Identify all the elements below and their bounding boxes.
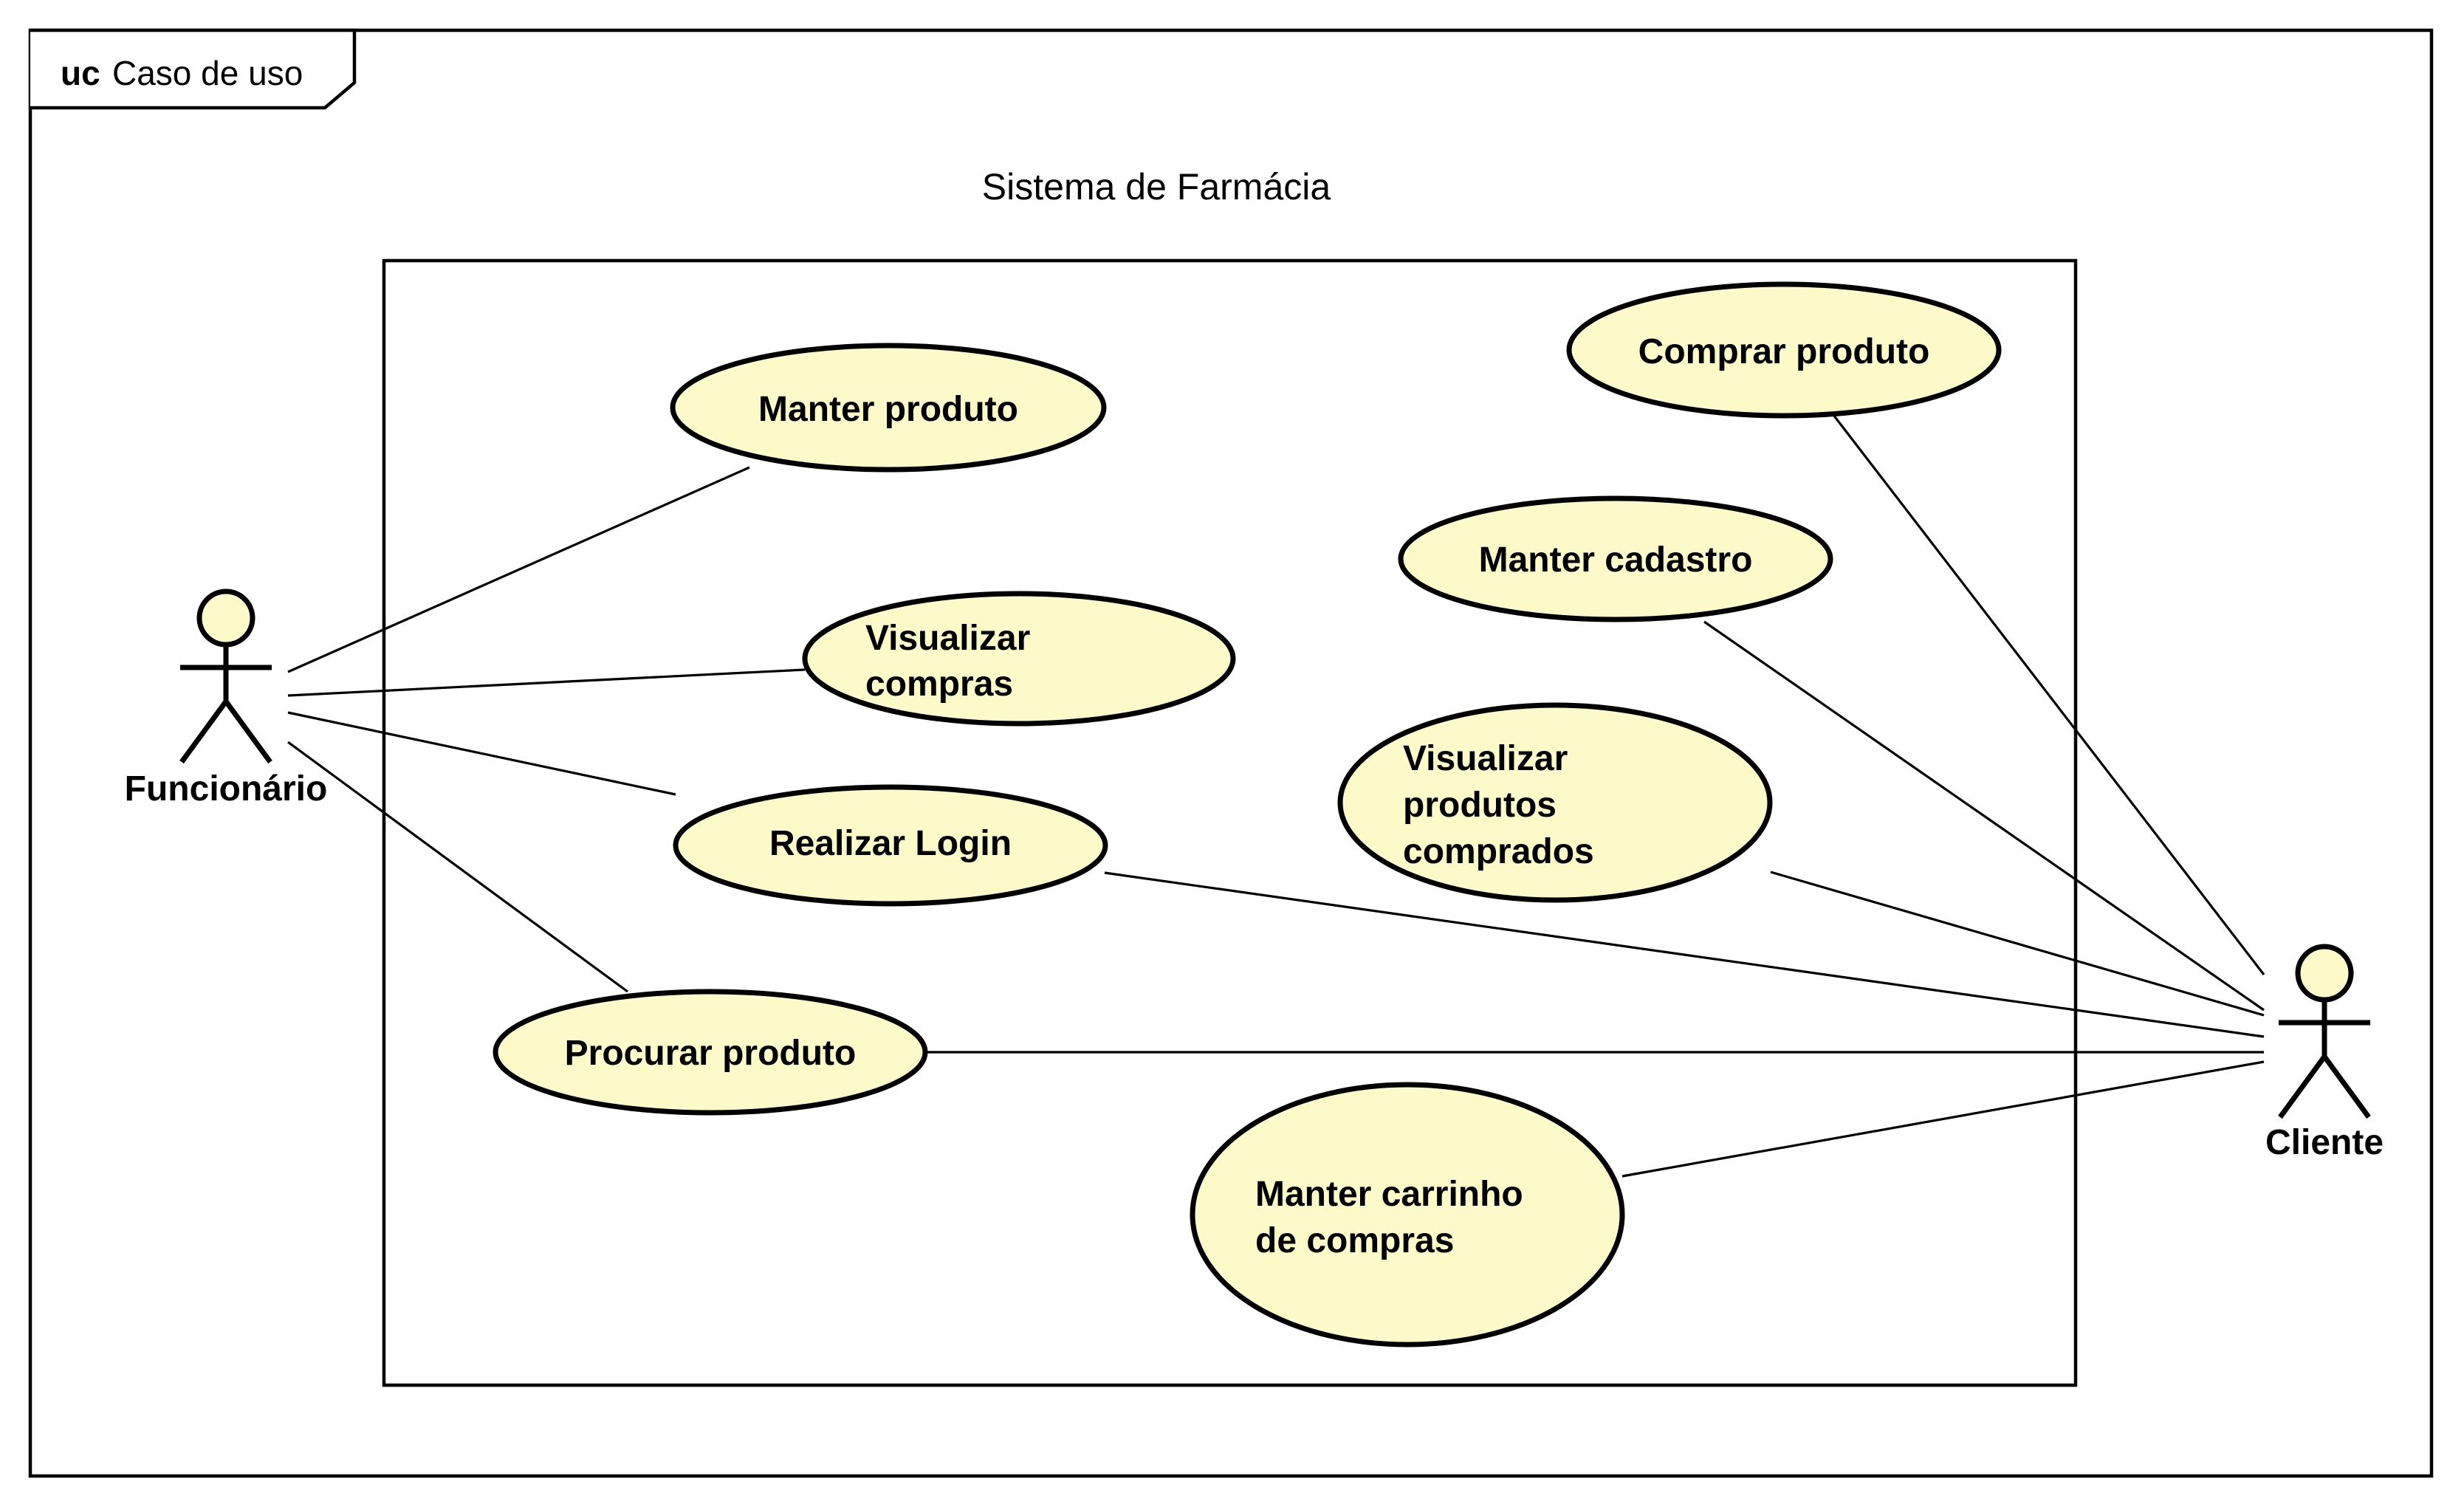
use-case-label: Manter cadastro bbox=[1479, 540, 1753, 580]
use-case-ellipse[interactable] bbox=[493, 989, 928, 1116]
use-case-label: Manter carrinho bbox=[1255, 1175, 1523, 1214]
association-cliente-visualizar-produtos-comprados bbox=[1770, 871, 2265, 1017]
use-case-ellipse[interactable] bbox=[673, 784, 1108, 907]
use-case-label: Procurar produto bbox=[565, 1034, 857, 1073]
use-case-visualizar-compras[interactable]: Visualizar compras bbox=[802, 591, 1236, 727]
actor-head bbox=[2295, 944, 2354, 1003]
use-case-manter-carrinho[interactable]: Manter carrinho de compras bbox=[1190, 1082, 1625, 1348]
use-case-label: Manter produto bbox=[758, 390, 1018, 429]
associations bbox=[287, 414, 2265, 1178]
frame-name: Caso de uso bbox=[112, 54, 303, 92]
use-case-label: produtos bbox=[1403, 786, 1557, 825]
association-funcionario-visualizar-compras bbox=[287, 668, 806, 697]
use-case-ellipse[interactable] bbox=[1337, 702, 1773, 903]
use-case-manter-cadastro[interactable]: Manter cadastro bbox=[1398, 495, 1833, 622]
actor-label: Cliente bbox=[2265, 1123, 2384, 1162]
diagram-frame bbox=[28, 28, 2434, 1478]
use-case-realizar-login[interactable]: Realizar Login bbox=[673, 784, 1108, 907]
use-case-label: Comprar produto bbox=[1638, 332, 1930, 371]
actor-funcionario[interactable]: Funcionário bbox=[125, 588, 328, 809]
system-boundary bbox=[382, 258, 2078, 1387]
association-cliente-comprar-produto bbox=[1832, 414, 2265, 975]
use-case-label: compras bbox=[865, 665, 1013, 704]
use-case-comprar-produto[interactable]: Comprar produto bbox=[1566, 281, 2002, 419]
frame-keyword: uc bbox=[61, 54, 100, 92]
actor-left-leg bbox=[2278, 1054, 2327, 1119]
actor-head bbox=[196, 588, 255, 648]
use-case-label: Realizar Login bbox=[769, 824, 1012, 863]
association-funcionario-procurar-produto bbox=[287, 741, 628, 993]
use-case-ellipse[interactable] bbox=[1566, 281, 2002, 419]
use-case-manter-produto[interactable]: Manter produto bbox=[670, 343, 1107, 473]
use-case-procurar-produto[interactable]: Procurar produto bbox=[493, 989, 928, 1116]
use-case-ellipse[interactable] bbox=[802, 591, 1236, 727]
system-title: Sistema de Farmácia bbox=[982, 166, 1331, 207]
use-case-ellipse[interactable] bbox=[1190, 1082, 1625, 1348]
actor-right-leg bbox=[2322, 1054, 2371, 1119]
actor-cliente[interactable]: Cliente bbox=[2265, 944, 2384, 1162]
use-case-ellipse[interactable] bbox=[1398, 495, 1833, 622]
use-case-visualizar-produtos-comprados[interactable]: Visualizar produtos comprados bbox=[1337, 702, 1773, 903]
association-funcionario-realizar-login bbox=[287, 711, 676, 796]
association-funcionario-manter-produto bbox=[287, 466, 750, 673]
association-cliente-manter-carrinho bbox=[1621, 1060, 2265, 1178]
use-case-ellipse[interactable] bbox=[670, 343, 1107, 473]
use-case-label: comprados bbox=[1403, 832, 1594, 871]
actor-label: Funcionário bbox=[125, 769, 328, 809]
actor-left-leg bbox=[179, 699, 228, 764]
use-case-label: de compras bbox=[1255, 1221, 1454, 1260]
association-cliente-realizar-login bbox=[1104, 871, 2265, 1038]
use-case-label: Visualizar bbox=[865, 619, 1030, 658]
association-cliente-manter-cadastro bbox=[1703, 620, 2265, 1012]
frame-tab: uc Caso de uso bbox=[30, 28, 357, 110]
actor-right-leg bbox=[224, 699, 272, 764]
use-case-label: Visualizar bbox=[1403, 739, 1568, 778]
